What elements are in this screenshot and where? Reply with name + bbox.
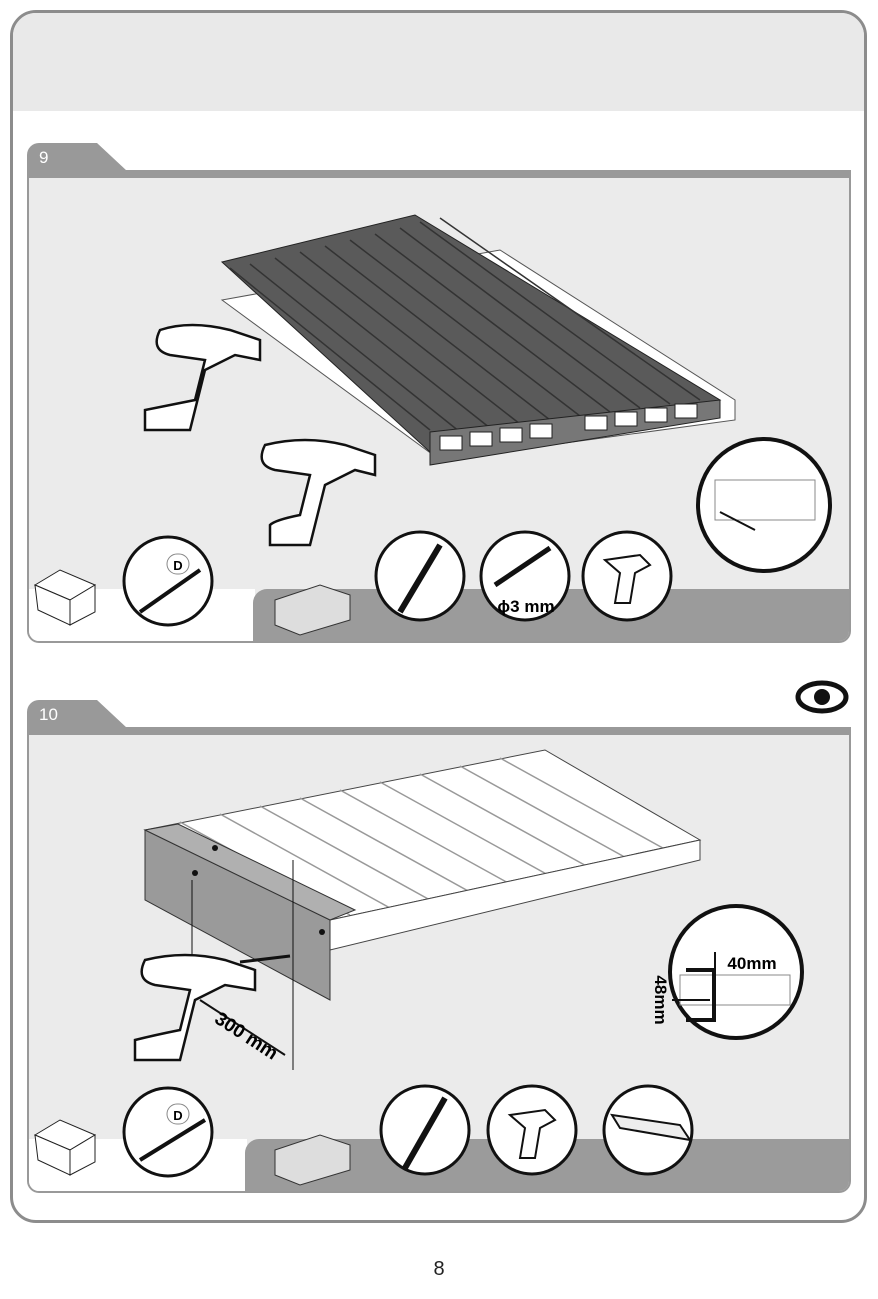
screw-icon	[122, 1086, 214, 1178]
step-number: 9	[39, 148, 49, 167]
spacing-dimension: 300 mm	[211, 1008, 282, 1064]
box-icon	[33, 569, 97, 626]
screw-icon	[122, 535, 214, 627]
screw-label: D	[173, 558, 182, 573]
drill-bit-label: ϕ3 mm	[497, 597, 554, 616]
clip-icon	[274, 584, 351, 636]
step-number: 10	[39, 705, 58, 724]
drill-icon	[143, 323, 377, 547]
box-icon	[33, 1119, 97, 1176]
page-number: 8	[433, 1258, 445, 1280]
screw-label: D	[173, 1108, 182, 1123]
header-band	[13, 13, 864, 111]
step-9-illustration: D ϕ3 mm	[33, 214, 832, 636]
detail-magnifier	[696, 437, 832, 573]
height-dimension: 48mm	[651, 975, 670, 1024]
clip-icon	[274, 1134, 351, 1186]
drill-bit-icon	[479, 530, 571, 622]
eye-icon	[795, 680, 849, 714]
drill-icon	[133, 953, 257, 1062]
width-dimension: 40mm	[727, 954, 776, 973]
